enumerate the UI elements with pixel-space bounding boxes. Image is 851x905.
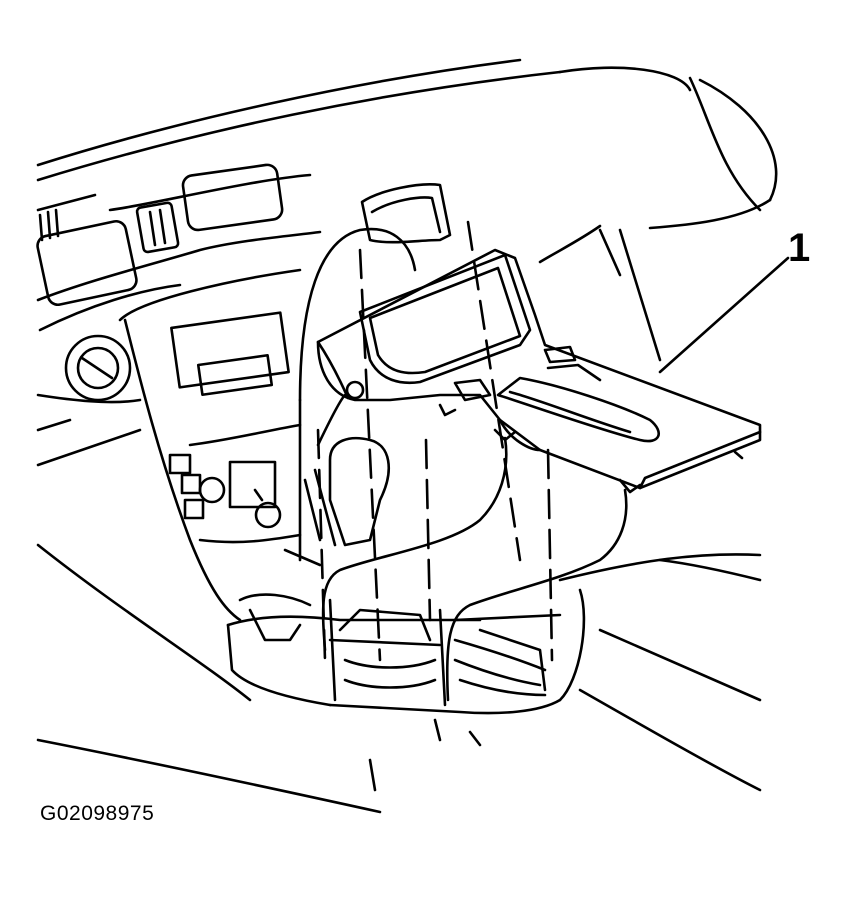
left-dash-edge <box>38 395 380 812</box>
left-vent <box>66 336 130 400</box>
windshield-lines <box>38 60 690 180</box>
callout-1-label: 1 <box>788 226 811 270</box>
callout-1-leader <box>660 258 788 372</box>
alignment-lines <box>318 222 552 745</box>
figure-id: G02098975 <box>40 802 155 825</box>
retaining-clips <box>300 229 626 700</box>
right-dash-panel <box>540 78 776 360</box>
instrument-cluster <box>36 164 450 330</box>
center-stack <box>120 270 300 620</box>
console-base <box>228 590 584 713</box>
right-floor <box>560 554 760 790</box>
console-trim-plate <box>318 250 760 492</box>
